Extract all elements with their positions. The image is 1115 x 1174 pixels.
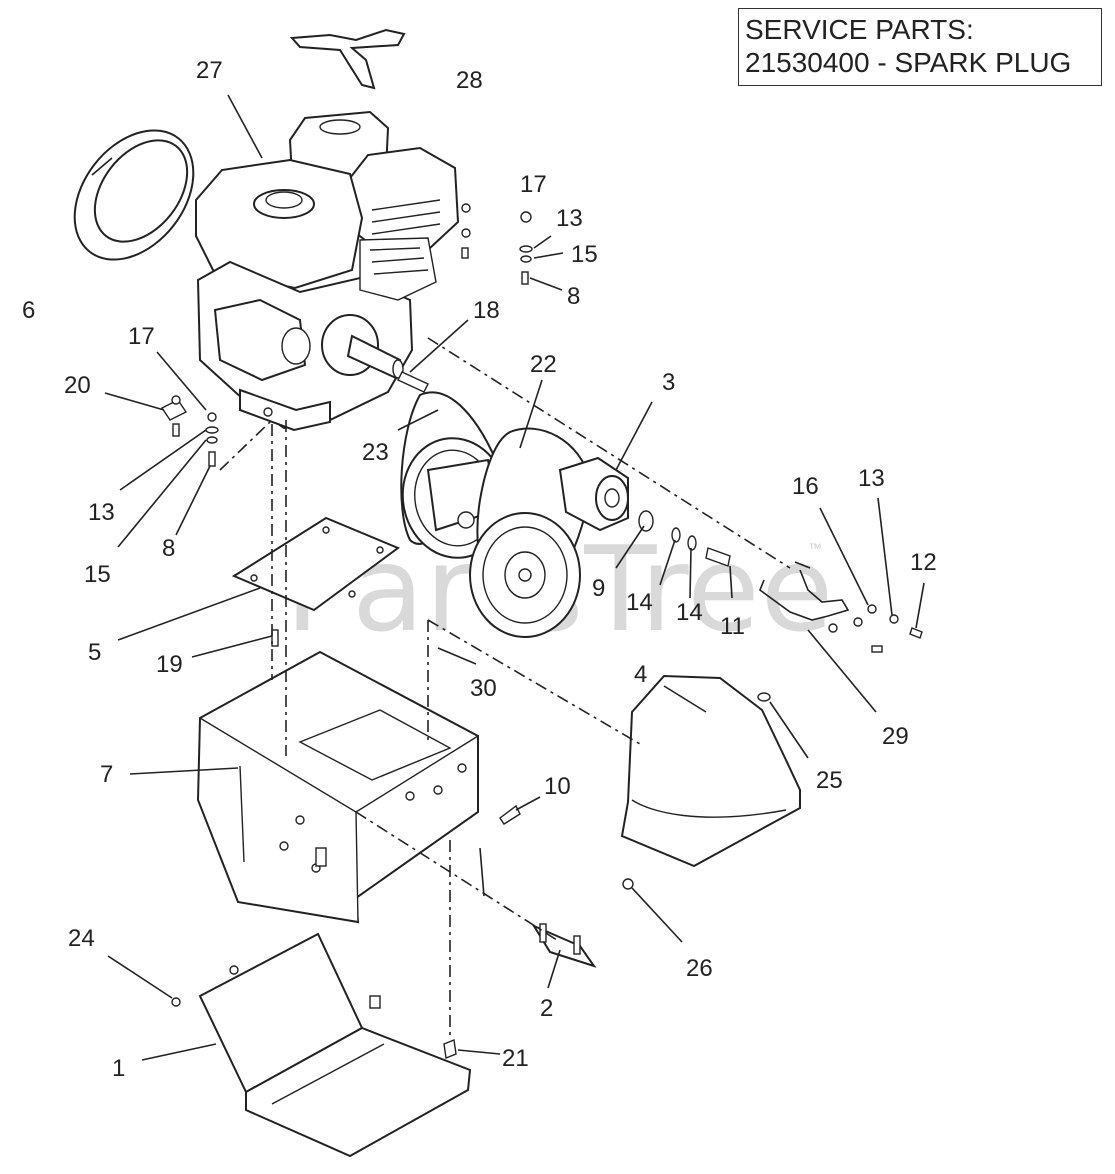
callout-19: 19	[156, 651, 183, 678]
part-1-base[interactable]	[141, 932, 472, 1158]
callout-25: 25	[816, 767, 843, 794]
part-4-belt-cover[interactable]	[620, 674, 801, 868]
callout-15-b: 15	[84, 561, 111, 588]
part-23-belt-pulley[interactable]	[393, 391, 516, 566]
part-2-bracket[interactable]	[531, 923, 597, 989]
cover-fasteners	[622, 692, 809, 943]
part-5-plate[interactable]	[117, 516, 401, 641]
alignment-lines	[219, 337, 791, 1040]
callout-14-a: 14	[626, 589, 653, 616]
service-parts-box: SERVICE PARTS: 21530400 - SPARK PLUG	[738, 8, 1102, 86]
part-7-frame[interactable]	[129, 650, 479, 924]
callout-8-b: 8	[162, 535, 175, 562]
part-6-ring[interactable]	[50, 107, 217, 282]
part-27-engine[interactable]	[195, 94, 460, 432]
callout-27: 27	[196, 57, 223, 84]
part-18-key[interactable]	[397, 319, 469, 393]
engine-hardware-group	[461, 203, 564, 291]
callout-16: 16	[792, 473, 819, 500]
callout-8-a: 8	[567, 283, 580, 310]
callout-12: 12	[910, 549, 937, 576]
left-hardware-cluster	[104, 351, 219, 548]
callout-30: 30	[470, 675, 497, 702]
callout-22: 22	[530, 351, 557, 378]
callout-labels: 27 28 6 17 13 15 8 18 17 20 22 3 23 16 1…	[22, 57, 937, 1082]
callout-24: 24	[68, 925, 95, 952]
callout-13-c: 13	[858, 465, 885, 492]
callout-17-a: 17	[520, 171, 547, 198]
callout-4: 4	[634, 661, 647, 688]
trademark-symbol: ™	[808, 540, 822, 556]
base-fasteners	[107, 955, 501, 1059]
callout-20: 20	[64, 372, 91, 399]
callout-13-a: 13	[556, 205, 583, 232]
service-parts-heading: SERVICE PARTS:	[745, 14, 974, 45]
callout-7: 7	[100, 761, 113, 788]
callout-14-b: 14	[676, 599, 703, 626]
callout-17-b: 17	[128, 323, 155, 350]
spark-plug-part-number: 21530400 - SPARK PLUG	[745, 47, 1072, 78]
callout-21: 21	[502, 1045, 529, 1072]
part-3-clutch[interactable]	[558, 401, 653, 532]
part-10-bolt[interactable]	[499, 796, 541, 825]
callout-10: 10	[544, 773, 571, 800]
part-28-bracket[interactable]	[289, 28, 406, 90]
callout-9: 9	[592, 575, 605, 602]
callout-1: 1	[112, 1055, 125, 1082]
callout-15-a: 15	[571, 241, 598, 268]
callout-3: 3	[662, 369, 675, 396]
callout-29: 29	[882, 723, 909, 750]
callout-11: 11	[720, 613, 745, 640]
callout-6: 6	[22, 297, 35, 324]
callout-2: 2	[540, 995, 553, 1022]
callout-23: 23	[362, 439, 389, 466]
callout-28: 28	[456, 67, 483, 94]
part-29-rod[interactable]	[759, 561, 883, 713]
callout-13-b: 13	[88, 499, 115, 526]
right-hardware-group	[819, 497, 925, 639]
callout-26: 26	[686, 955, 713, 982]
part-19-bolt[interactable]	[191, 629, 279, 658]
callout-18: 18	[473, 297, 500, 324]
clutch-hardware-group	[615, 510, 733, 599]
callout-5: 5	[88, 639, 101, 666]
